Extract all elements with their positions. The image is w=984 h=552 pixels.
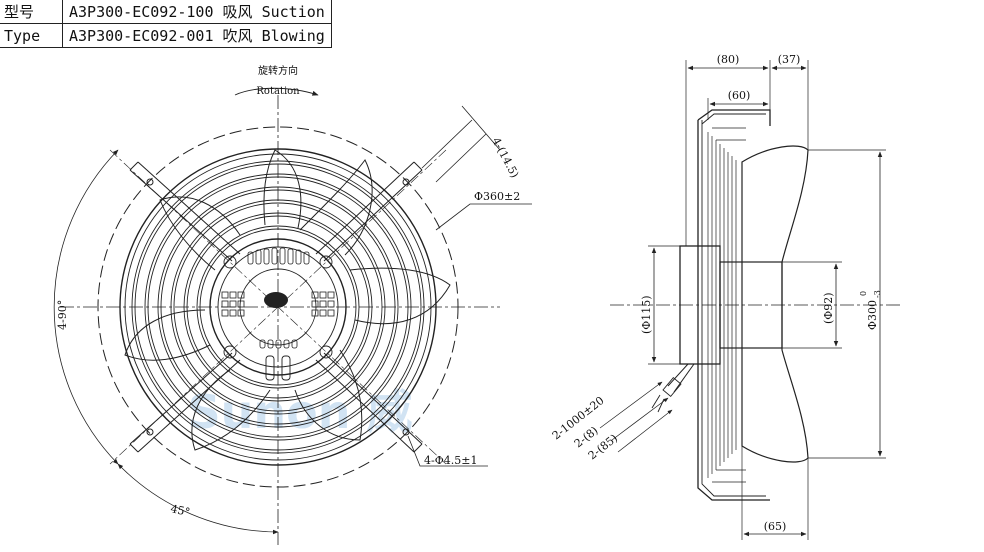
dim-300-tol-upper: 0: [859, 291, 868, 296]
side-view: [599, 60, 900, 540]
type-table: 型号 A3P300-EC092-100 吸风 Suction Type A3P3…: [0, 0, 332, 48]
dim-length-60: (60): [728, 89, 751, 102]
model-blowing: A3P300-EC092-001 吹风 Blowing: [62, 23, 332, 48]
front-view: Sunon 威: [53, 87, 532, 545]
dim-length-37: (37): [778, 53, 801, 66]
dim-angle-90: 4-90°: [56, 300, 69, 330]
rotation-label-cn: 旋转方向: [258, 64, 298, 77]
dim-hole-diameter: 4-Φ4.5±1: [424, 454, 477, 467]
type-label-cn: 型号: [0, 0, 63, 24]
dim-length-80: (80): [717, 53, 740, 66]
dim-diameter-115: (Φ115): [640, 295, 653, 334]
motor-hub: [209, 238, 347, 381]
type-row-blowing: Type A3P300-EC092-001 吹风 Blowing: [0, 23, 332, 48]
guard-rings: [131, 160, 425, 454]
brand-logo-icon: [264, 292, 288, 308]
dim-slot-width: 4-(14.5): [489, 135, 521, 180]
type-label-en: Type: [0, 23, 63, 48]
dim-length-65: (65): [764, 520, 787, 533]
dim-pcd-diameter: Φ360±2: [474, 190, 520, 203]
dim-angle-45: 45°: [169, 502, 191, 519]
fan-blades: [124, 149, 451, 451]
dim-300-tol-lower: -3: [873, 290, 882, 298]
dim-diameter-92: (Φ92): [822, 292, 835, 324]
rotation-arrow-icon: [234, 87, 319, 96]
rotation-label-en: Rotation: [256, 86, 300, 97]
dim-diameter-300: Φ300: [866, 300, 879, 330]
